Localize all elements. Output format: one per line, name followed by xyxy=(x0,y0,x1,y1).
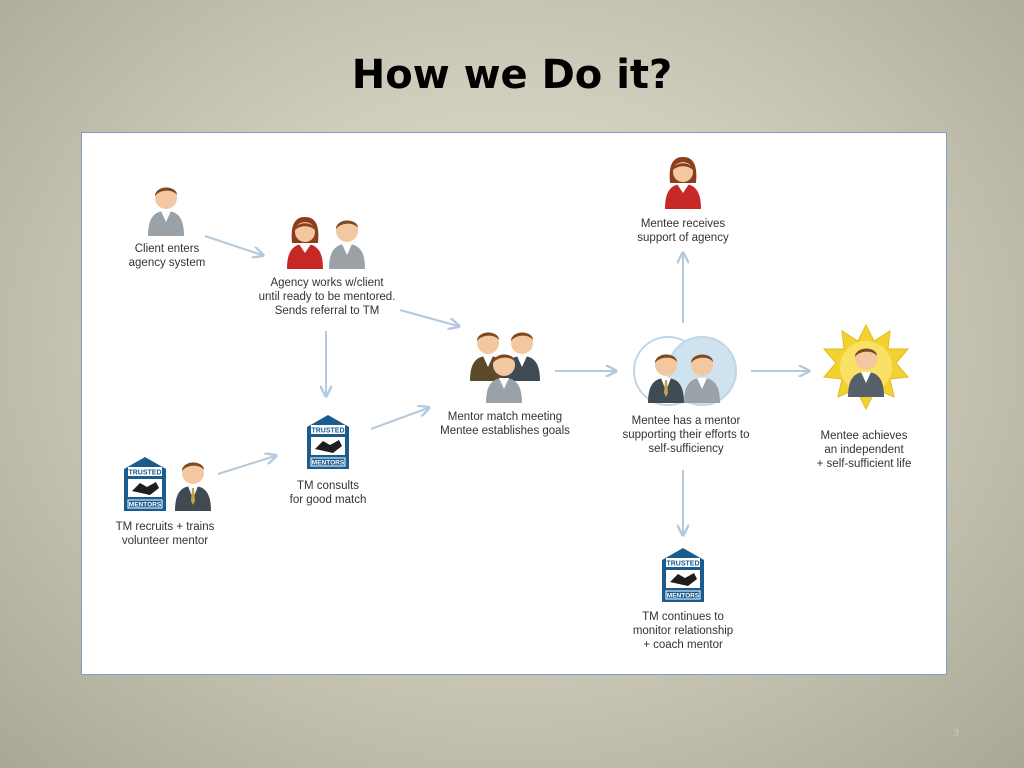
trusted-mentors-badge-icon: TRUSTED MENTORS xyxy=(124,457,166,511)
male-person-icon xyxy=(148,187,184,236)
arrow-client-to-agency xyxy=(204,235,262,255)
mentor-pair-icon xyxy=(633,336,737,406)
achievement-star-icon xyxy=(822,323,910,411)
badge-top-text: TRUSTED xyxy=(128,470,161,477)
female-agent-icon xyxy=(665,157,701,209)
page-number: 3 xyxy=(953,727,960,739)
trusted-mentors-badge-icon: TRUSTED MENTORS xyxy=(307,415,349,469)
badge-top-text: TRUSTED xyxy=(666,561,699,568)
badge-bottom-text: MENTORS xyxy=(312,460,345,467)
arrow-recruit-to-consult xyxy=(217,456,275,475)
female-agent-icon xyxy=(287,217,323,269)
male-mentor-icon xyxy=(175,462,211,511)
male-person-icon xyxy=(329,220,365,269)
badge-bottom-text: MENTORS xyxy=(667,593,700,600)
badge-bottom-text: MENTORS xyxy=(129,502,162,509)
trusted-mentors-badge-icon: TRUSTED MENTORS xyxy=(662,548,704,602)
arrow-consult-to-meeting xyxy=(370,408,428,430)
connector-layer xyxy=(204,235,948,676)
slide-title: How we Do it? xyxy=(351,52,673,98)
arrow-agency-to-meeting xyxy=(399,309,458,326)
footer-mark: . xyxy=(487,733,490,743)
badge-top-text: TRUSTED xyxy=(311,428,344,435)
group-meeting-icon xyxy=(470,332,540,403)
